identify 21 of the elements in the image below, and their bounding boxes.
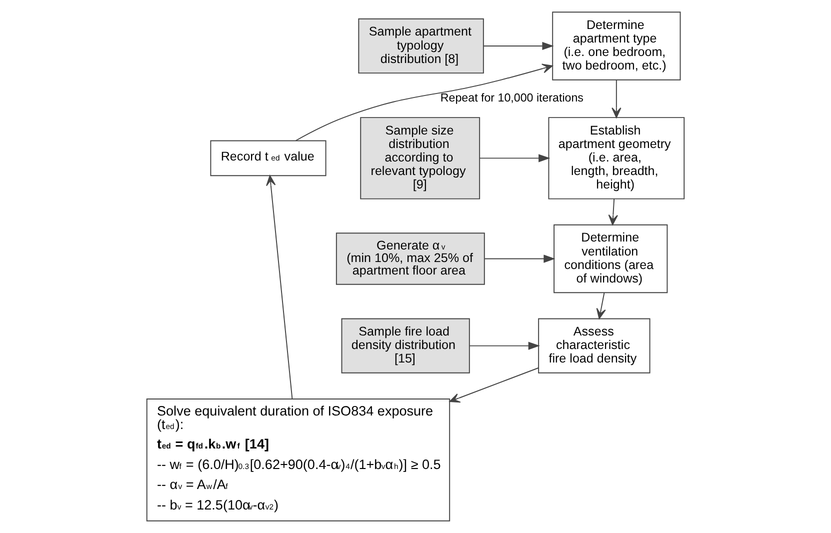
- edge-label: Repeat for 10,000 iterations: [440, 92, 584, 105]
- arrow: [295, 64, 553, 142]
- arrow: [483, 42, 554, 50]
- node-box: Sample fire load density distribution [15]: [341, 318, 470, 374]
- node-box: Sample apartment typology distribution [8]: [358, 18, 484, 74]
- node-box: Assess characteristic fire load density: [538, 318, 650, 374]
- arrow: [449, 367, 539, 403]
- arrow: [479, 154, 550, 162]
- arrow: [484, 254, 556, 263]
- arrow: [469, 342, 540, 350]
- node-box: Determine apartment type (i.e. one bedroom, two bedroom, etc.): [552, 12, 681, 80]
- arrow: [608, 198, 618, 226]
- arrow: [266, 175, 293, 400]
- node-box: Solve equivalent duration of ISO834 exposure (ted): ted = qfd.kb.wf [14] -- wf = (6.0/H)0.3[0.62+90(0.4-αv)4/(1+bvαh)] ≥ 0.5 -- αv = Aw/Af -- bv = 12.5(10αv-αv2): [146, 398, 450, 522]
- node-box: Establish apartment geometry (i.e. area, length, breadth, height): [548, 117, 685, 200]
- node-box: Record ted value: [210, 140, 326, 176]
- arrow: [612, 80, 622, 118]
- node-box: Generate αv (min 10%, max 25% of apartment floor area: [336, 232, 485, 285]
- arrow: [596, 292, 606, 320]
- node-box: Determine ventilation conditions (area of windows): [554, 224, 668, 294]
- node-box: Sample size distribution according to relevant typology [9]: [360, 117, 480, 200]
